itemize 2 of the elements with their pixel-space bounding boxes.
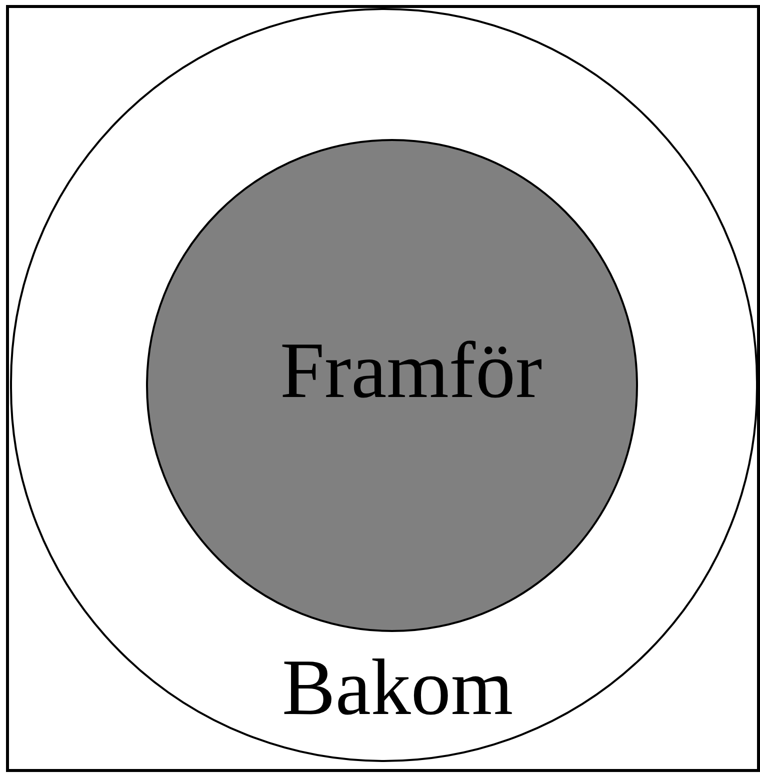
region-label: Bakom [282, 648, 514, 728]
region-label: Framför [280, 331, 542, 411]
